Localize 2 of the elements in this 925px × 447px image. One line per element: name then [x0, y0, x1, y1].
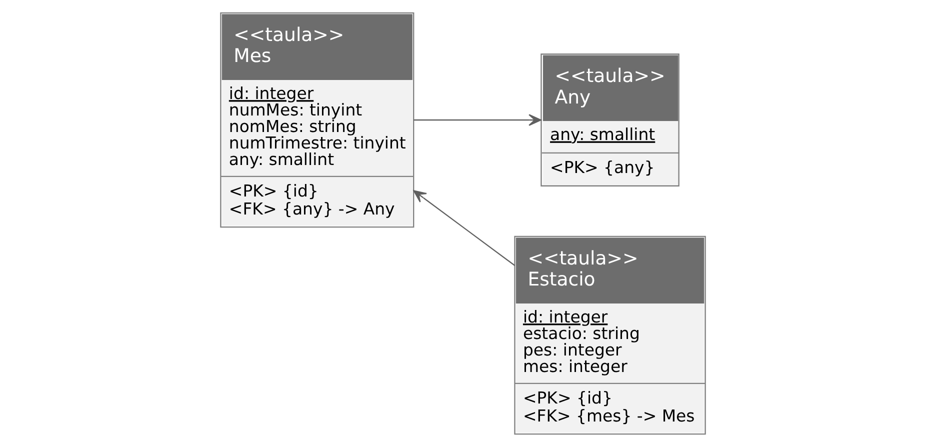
arrow — [413, 114, 541, 126]
arrow — [412, 190, 515, 266]
